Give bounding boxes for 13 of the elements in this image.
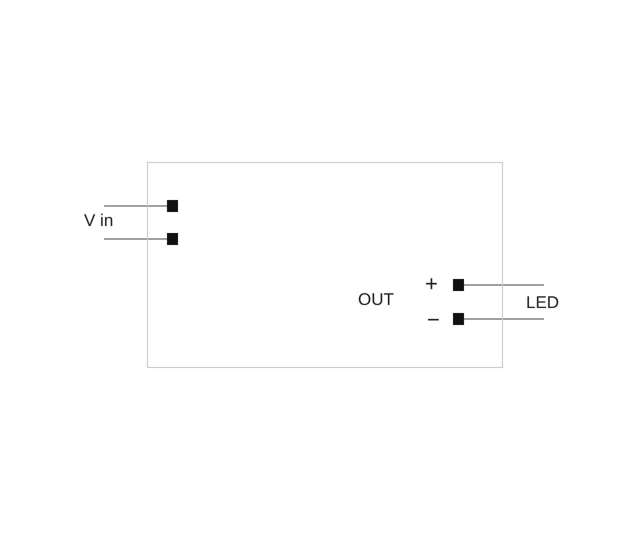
output-label: OUT bbox=[358, 291, 394, 308]
polarity-sign: + bbox=[425, 273, 438, 295]
terminal-label: LED bbox=[526, 293, 558, 312]
terminal-block bbox=[166, 232, 178, 244]
wire bbox=[464, 318, 544, 320]
terminal-block bbox=[452, 312, 464, 324]
terminal-block bbox=[166, 200, 178, 212]
terminal-block bbox=[452, 278, 464, 290]
wire bbox=[104, 238, 168, 240]
housing-outline bbox=[147, 162, 503, 368]
wire bbox=[464, 284, 544, 286]
terminal-label: V in bbox=[84, 211, 116, 230]
polarity-sign: − bbox=[427, 309, 440, 331]
